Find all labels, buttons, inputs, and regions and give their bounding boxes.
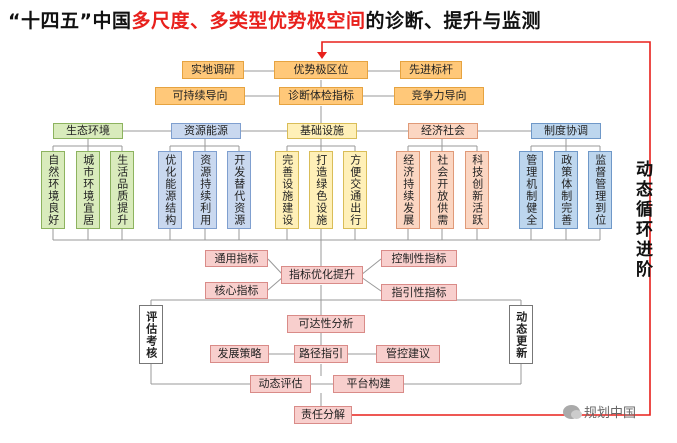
title-suffix: 的诊断、提升与监测 [365, 10, 542, 32]
dynamic-update-box: 动态更新 [509, 305, 533, 364]
eco-item: 自然环境良好 [41, 151, 65, 229]
field-survey-box: 实地调研 [182, 61, 244, 79]
econ-item: 经济持续发展 [396, 151, 420, 229]
guide-indicator-box: 指引性指标 [381, 284, 457, 301]
dynamic-evaluation-box: 动态评估 [250, 375, 311, 393]
development-strategy-box: 发展策略 [210, 345, 269, 363]
inst-item: 监督管理到位 [588, 151, 612, 229]
res-item: 开发替代资源 [227, 151, 251, 229]
category-eco: 生态环境 [53, 123, 123, 139]
econ-item: 科技创新活跃 [465, 151, 489, 229]
control-advice-box: 管控建议 [376, 345, 440, 363]
assessment-box: 评估考核 [139, 305, 163, 364]
core-indicator-box: 核心指标 [205, 282, 268, 299]
reachability-analysis-box: 可达性分析 [287, 315, 365, 333]
inst-item: 管理机制健全 [519, 151, 543, 229]
eco-item: 生活品质提升 [110, 151, 134, 229]
platform-building-box: 平台构建 [333, 375, 404, 393]
general-indicator-box: 通用指标 [205, 250, 268, 267]
res-item: 资源持续利用 [193, 151, 217, 229]
infra-item: 方便交通出行 [343, 151, 367, 229]
wechat-icon [563, 404, 582, 419]
eco-item: 城市环境宜居 [76, 151, 100, 229]
indicator-optimize-box: 指标优化提升 [281, 266, 363, 284]
dynamic-cycle-label: 动态循环进阶 [632, 160, 652, 280]
title-prefix: “十四五”中国 [8, 10, 132, 32]
advantage-pole-location-box: 优势极区位 [274, 61, 368, 79]
control-indicator-box: 控制性指标 [381, 250, 457, 267]
category-infrastructure: 基础设施 [287, 123, 357, 139]
category-resources: 资源能源 [171, 123, 241, 139]
path-guidance-box: 路径指引 [294, 345, 348, 363]
inst-item: 政策体制完善 [554, 151, 578, 229]
watermark-text: 规划中国 [584, 406, 637, 421]
watermark: 规划中国 [563, 402, 636, 421]
infra-item: 打造绿色设施 [309, 151, 333, 229]
responsibility-breakdown-box: 责任分解 [294, 406, 352, 424]
competitiveness-orientation-box: 竞争力导向 [394, 87, 484, 105]
advanced-benchmark-box: 先进标杆 [400, 61, 462, 79]
sustainability-orientation-box: 可持续导向 [155, 87, 245, 105]
page-title: “十四五”中国多尺度、多类型优势极空间的诊断、提升与监测 [8, 6, 541, 33]
res-item: 优化能源结构 [158, 151, 182, 229]
diagnostic-indicator-box: 诊断体检指标 [279, 87, 363, 105]
econ-item: 社会开放供需 [430, 151, 454, 229]
infra-item: 完善设施建设 [275, 151, 299, 229]
title-highlight: 多尺度、多类型优势极空间 [131, 10, 366, 32]
category-economy-society: 经济社会 [408, 123, 478, 139]
category-institutions: 制度协调 [531, 123, 601, 139]
